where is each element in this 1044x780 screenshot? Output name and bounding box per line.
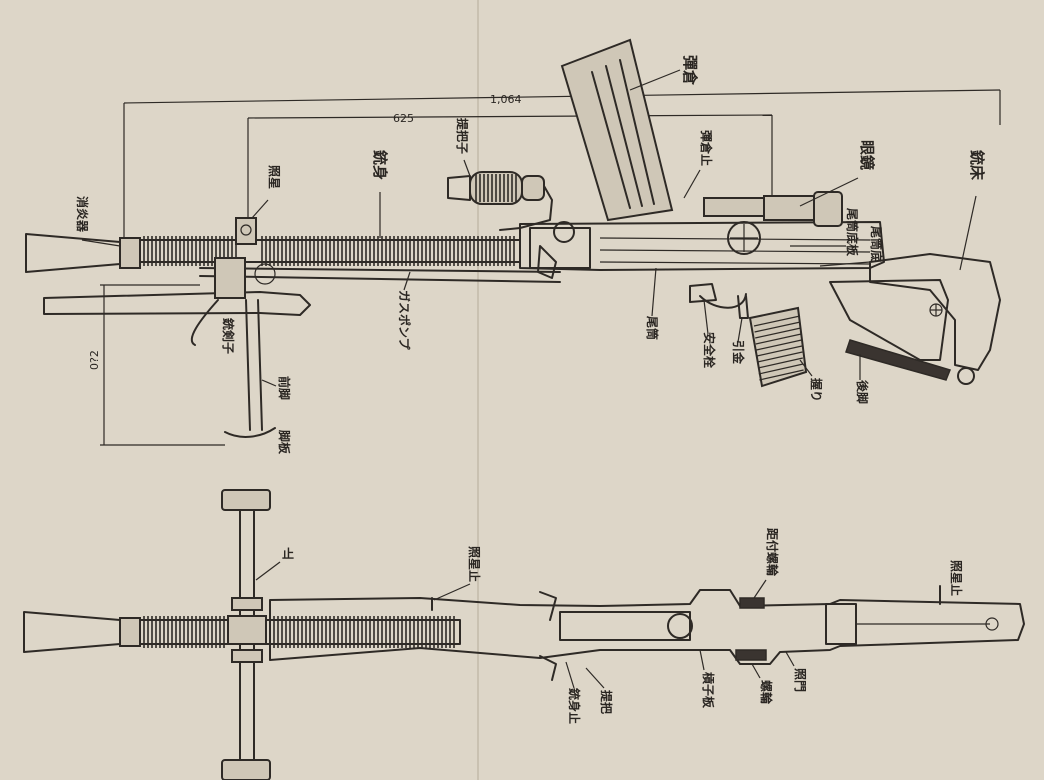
carry-handle-part [447,171,553,231]
rear-leg [845,339,952,381]
label-cocking-plate: 槓子板 [701,672,716,709]
magazine-body [560,38,674,222]
bipod-mount [214,257,246,299]
foot-plate [224,427,276,438]
label-scope: 眼鏡 [858,140,876,170]
label-barrel: 銃身 [371,150,389,180]
label-carry-handle: 提把子 [455,118,470,154]
label-front-sight: 照星 [267,165,282,189]
label-front-leg: 前脚 [277,376,292,400]
label-top-stop: 止 [282,546,294,561]
label-top-sight-stop: 照星止 [467,546,482,582]
cooling-fins [143,236,515,266]
label-magazine: 彈倉 [681,55,699,86]
label-trigger: 引金 [731,340,746,365]
label-bayonet: 銃剣子 [221,318,236,354]
charging-handle [537,245,557,279]
scope-body [703,197,765,217]
plan-flash-hider [23,611,121,653]
overall-length: 1,064 [490,93,522,106]
muzzle-collar [119,237,141,269]
sight-drum [727,221,761,255]
plan-bipod-top [221,489,271,511]
label-drum: 螺輪 [759,680,774,705]
barrel-length: 625 [393,112,414,125]
trigger-guard-front [689,283,717,303]
plan-view [23,489,1025,780]
label-receiver: 尾筒 [645,316,660,340]
labels: 消炎器 照星 銃身 提把子 彈倉 彈倉止 眼鏡 銃床 尾筒底板 尾筒底 ガスポン… [75,55,986,724]
height-dim: 0?2 [88,350,101,370]
side-view [25,38,1001,438]
label-safety: 安全栓 [702,332,717,368]
label-rear-stop: 照星止 [949,560,964,596]
label-gas-pump: ガスポンプ [397,290,412,351]
bayonet-blade [43,291,311,316]
label-handle: 提把 [599,690,614,714]
label-rear-leg: 後脚 [855,380,870,404]
label-gate: 照門 [793,668,808,692]
dimension-lines [100,89,1001,446]
label-rear-sight-slide: 尾筒底板 [845,208,860,257]
label-barrel-stop: 銃身止 [567,688,582,724]
stock-lower [829,279,949,361]
label-stock: 銃床 [968,150,986,181]
label-foot-plate: 脚板 [277,430,292,455]
flash-hider [25,233,121,273]
label-sight-drum: 距付螺輪 [765,528,780,577]
front-sight-post [235,217,257,245]
label-grip: 握り [809,378,824,402]
plan-body [269,589,1025,665]
stock-body [869,253,1001,371]
label-mag-cover: 彈倉止 [699,130,714,166]
label-rear-base: 尾筒底 [869,226,884,262]
label-muzzle: 消炎器 [75,196,90,233]
